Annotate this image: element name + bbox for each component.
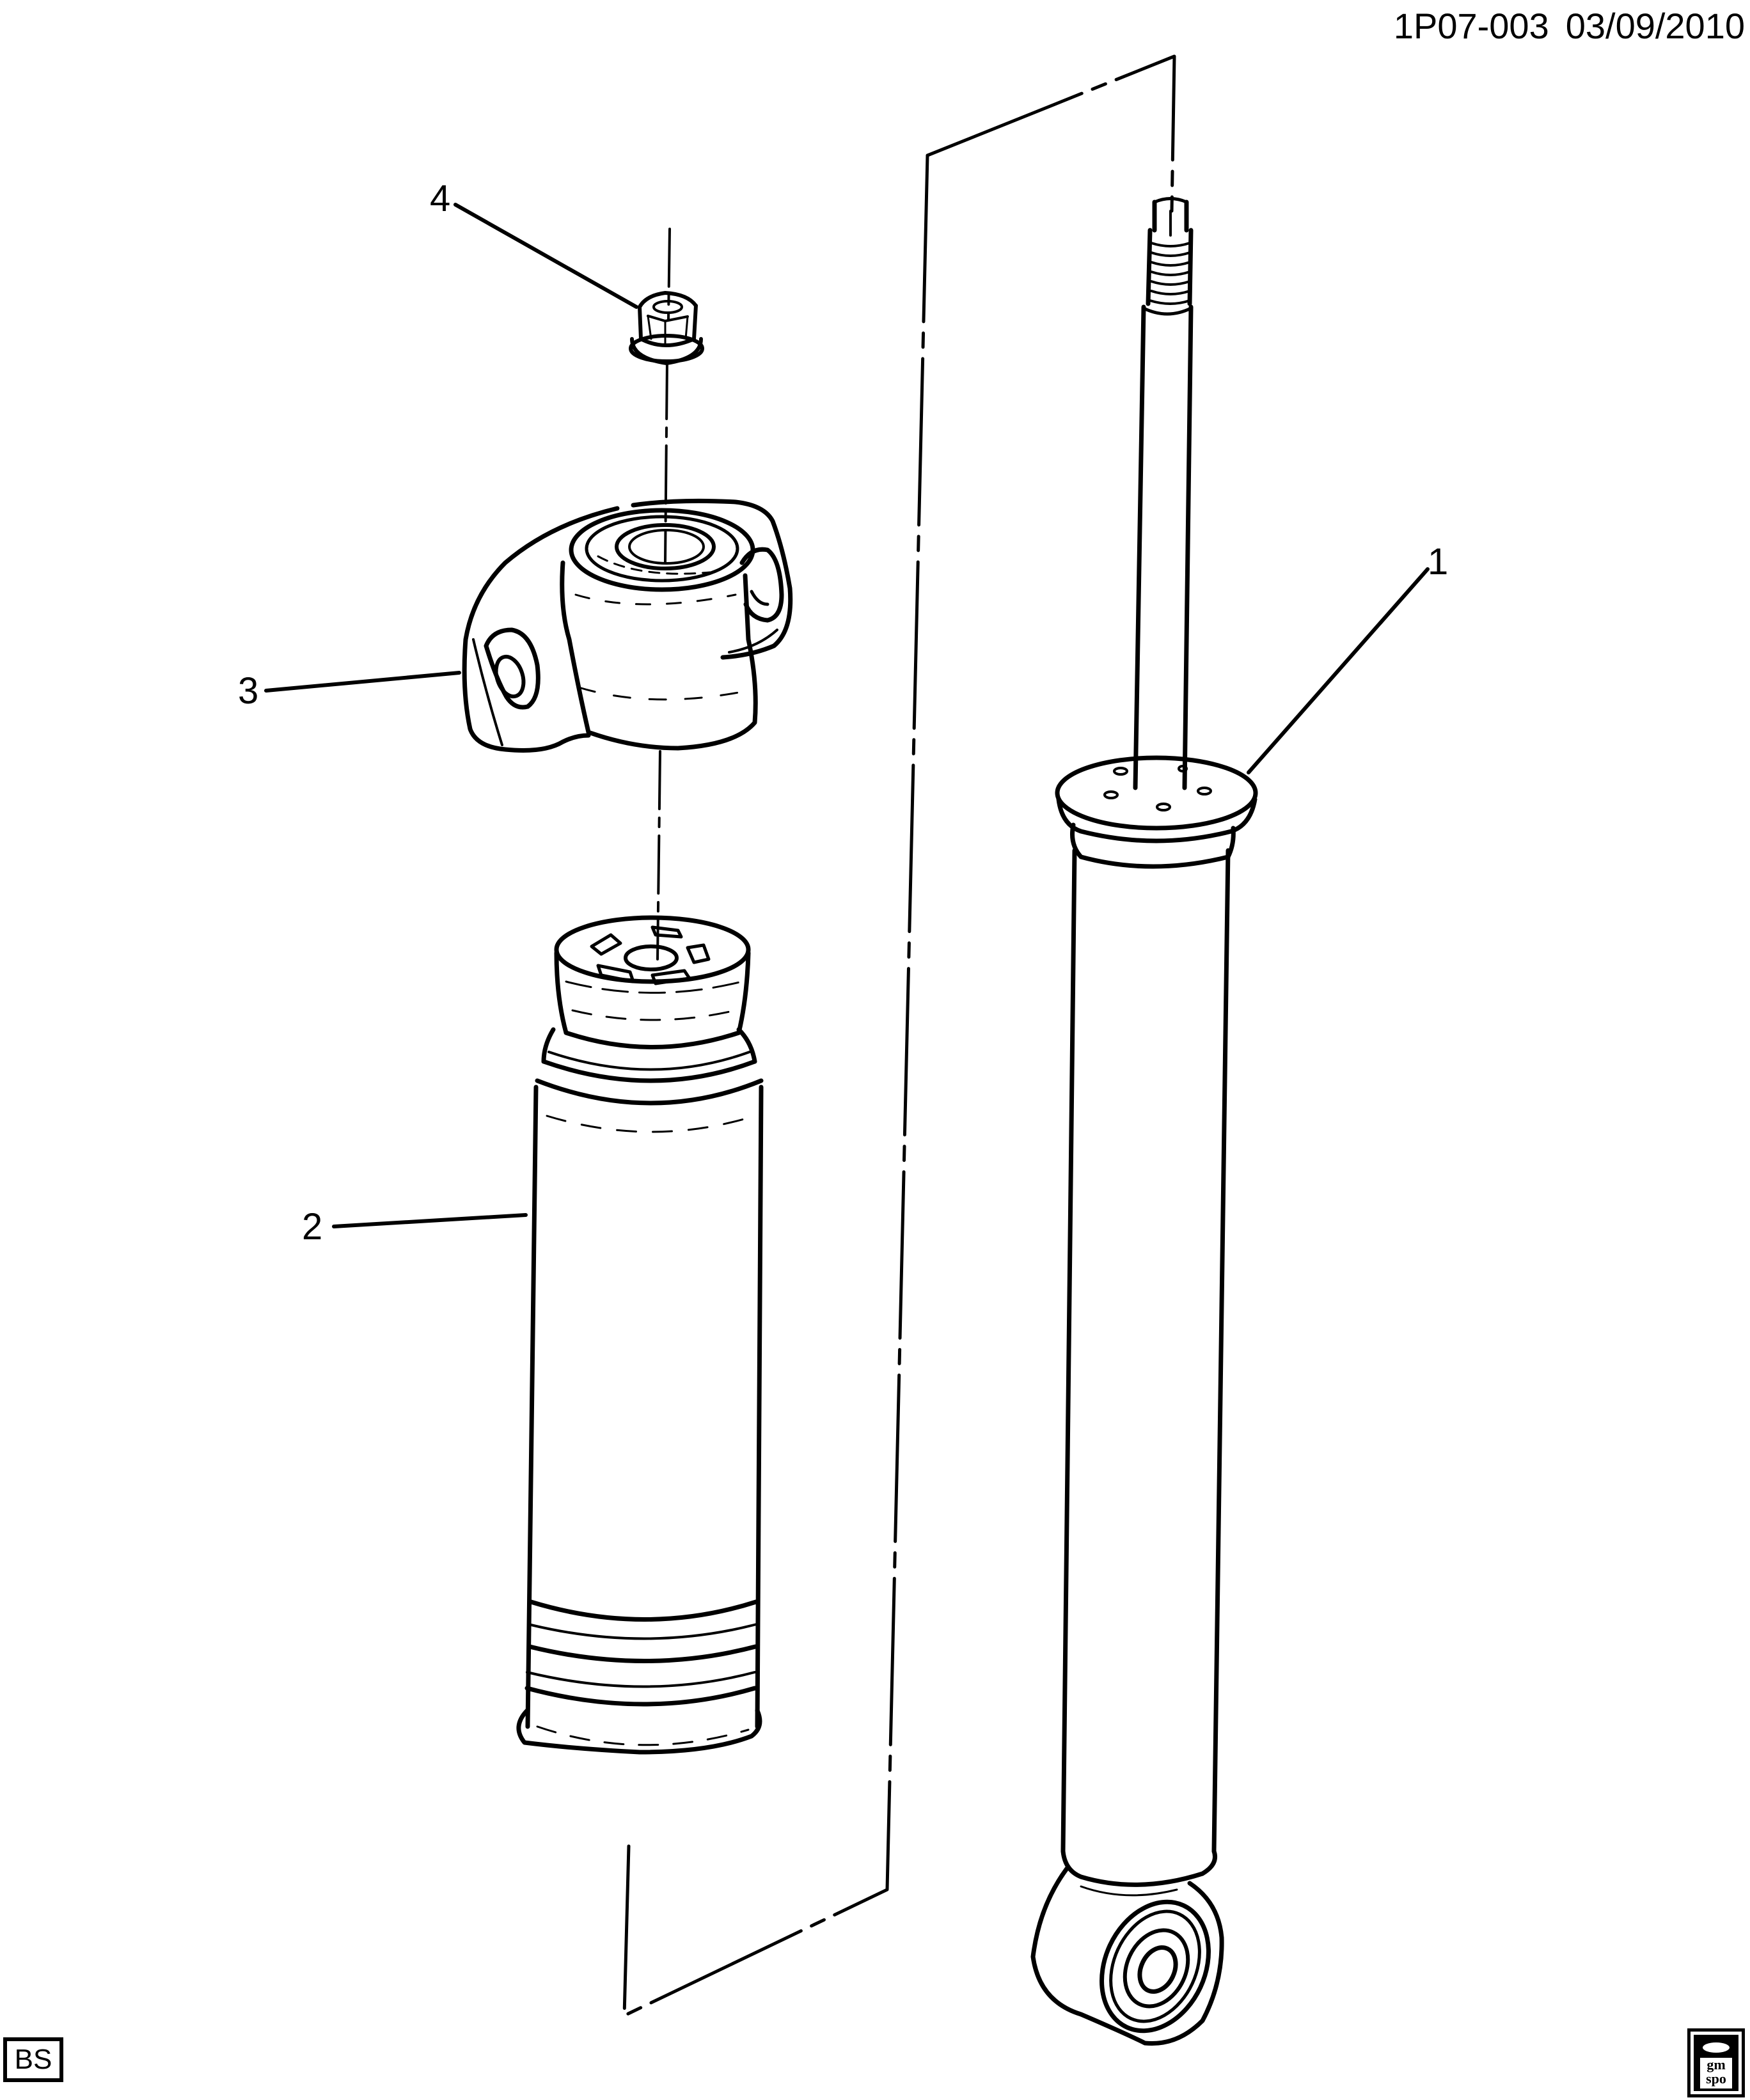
flange-nut: [629, 291, 704, 365]
diagram-date: 03/09/2010: [1565, 6, 1745, 46]
callout-4-nut: 4: [430, 178, 451, 219]
bump-stop-dust-boot: [516, 915, 764, 1755]
diagram-id: 1P07-003: [1393, 6, 1549, 46]
callout-1-shock-absorber: 1: [1428, 541, 1449, 583]
leader-lines: [264, 203, 1430, 1228]
logo-line-1: gm: [1707, 2057, 1726, 2073]
bs-badge: BS: [3, 2037, 63, 2082]
callout-3-upper-mount: 3: [238, 670, 259, 712]
upper-mount: [462, 498, 793, 753]
part-axis-line: [656, 228, 671, 960]
callout-2-dust-boot: 2: [302, 1206, 323, 1248]
logo-line-2: spo: [1706, 2071, 1726, 2087]
shock-absorber: [1030, 197, 1258, 2046]
assembly-centerline: [622, 54, 1176, 2018]
diagram-header: 1P07-003 03/09/2010: [1377, 5, 1745, 47]
